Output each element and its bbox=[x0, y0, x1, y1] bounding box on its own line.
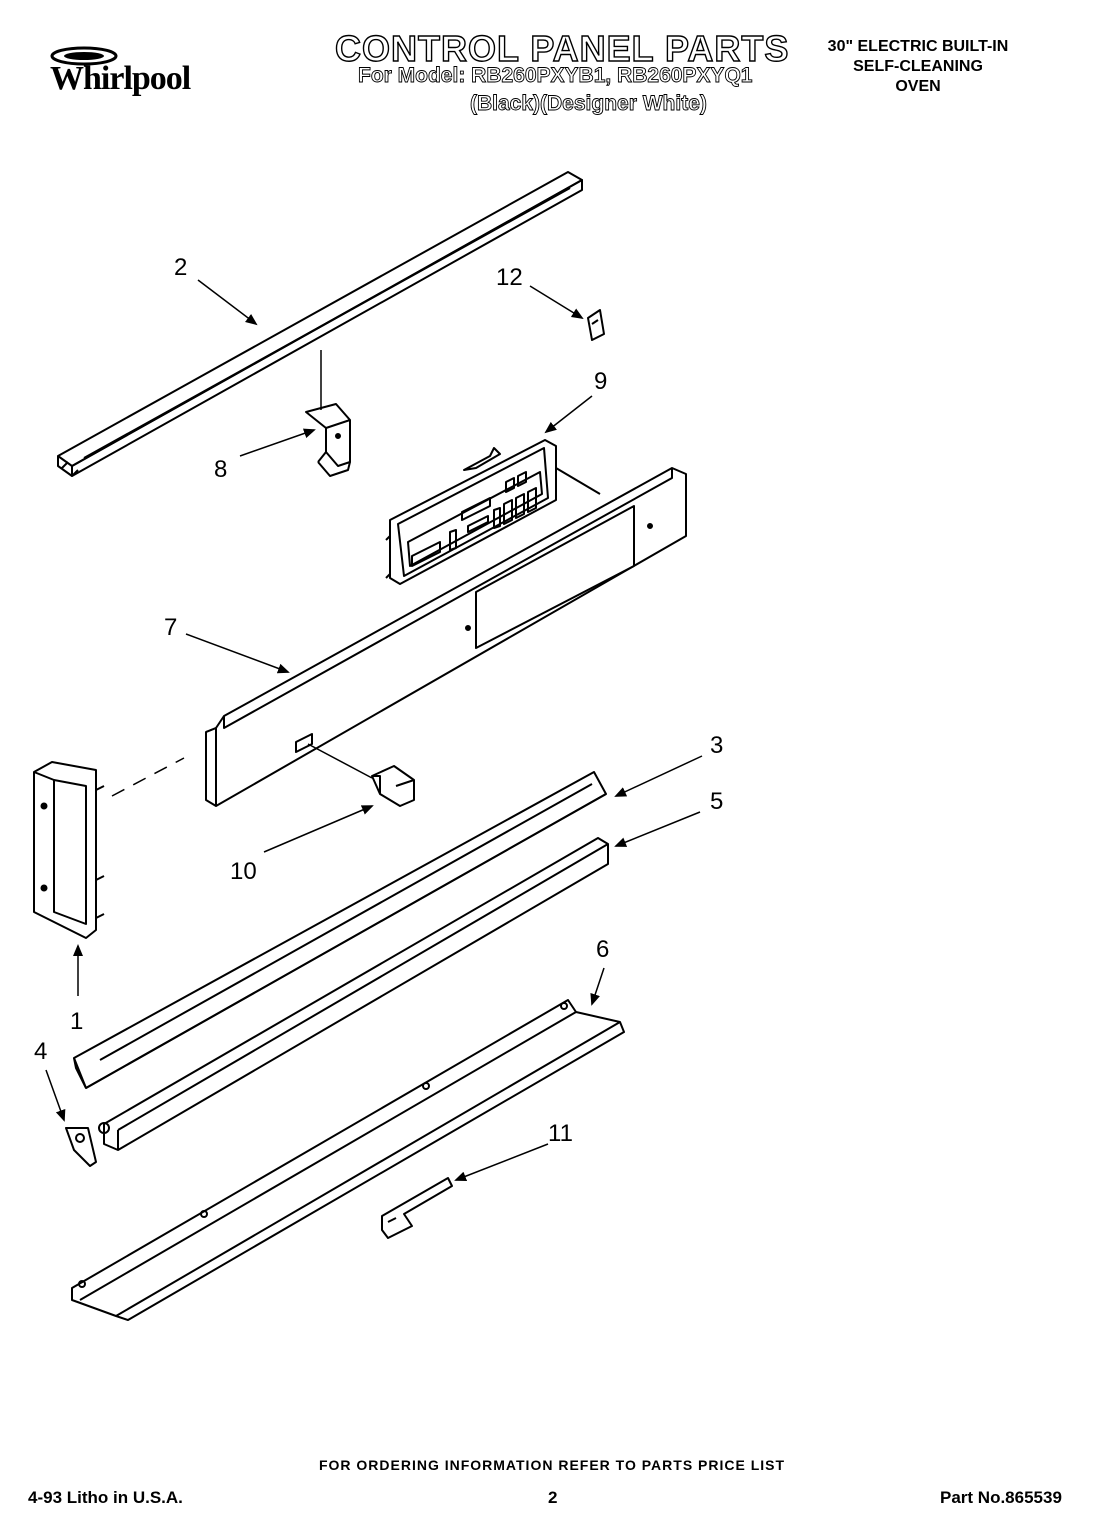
part-9-control-module bbox=[385, 439, 601, 585]
callout-6: 6 bbox=[596, 936, 610, 963]
part-3-trim-strip bbox=[73, 771, 607, 1089]
arrow-5 bbox=[614, 811, 701, 847]
part-5-lower-trim bbox=[103, 837, 609, 1151]
callout-1: 1 bbox=[70, 1008, 84, 1035]
part-11-small-bracket bbox=[381, 1177, 453, 1239]
logo-swirl-icon bbox=[50, 46, 118, 66]
product-description-line-1: 30" ELECTRIC BUILT-IN bbox=[827, 38, 1009, 55]
callout-8: 8 bbox=[214, 456, 228, 483]
callout-7: 7 bbox=[164, 614, 178, 641]
part-7-control-panel-backing bbox=[205, 467, 687, 807]
callout-3: 3 bbox=[710, 732, 724, 759]
arrow-8 bbox=[239, 428, 316, 457]
product-description-line-2: SELF-CLEANING bbox=[853, 58, 983, 75]
arrow-3 bbox=[614, 755, 703, 797]
ordering-info: FOR ORDERING INFORMATION REFER TO PARTS … bbox=[318, 1457, 786, 1473]
model-numbers: For Model: RB260PXYB1, RB260PXYQ1 bbox=[358, 64, 753, 88]
brand-wordmark: Whirlpool bbox=[50, 60, 191, 97]
part-6-lower-channel bbox=[71, 999, 625, 1321]
arrow-9 bbox=[544, 395, 593, 434]
page-number: 2 bbox=[548, 1488, 558, 1507]
part-1-end-cap bbox=[33, 757, 185, 939]
whirlpool-logo: Whirlpool bbox=[28, 40, 228, 110]
arrow-7 bbox=[185, 633, 290, 674]
callout-9: 9 bbox=[594, 368, 608, 395]
callout-2: 2 bbox=[174, 254, 188, 281]
arrow-10 bbox=[263, 805, 374, 853]
callout-5: 5 bbox=[710, 788, 724, 815]
arrow-11 bbox=[454, 1143, 549, 1182]
callout-10: 10 bbox=[230, 858, 257, 885]
part-2-top-trim bbox=[57, 171, 583, 477]
callout-11: 11 bbox=[548, 1120, 573, 1147]
arrow-2 bbox=[197, 279, 258, 326]
part-10-switch bbox=[307, 743, 415, 807]
part-12-clip bbox=[587, 309, 605, 341]
leader-arrows bbox=[45, 279, 703, 1182]
arrow-12 bbox=[529, 285, 584, 320]
page-title: CONTROL PANEL PARTS bbox=[334, 27, 790, 69]
arrow-6 bbox=[590, 967, 605, 1006]
part-4-end-clip bbox=[65, 1122, 110, 1167]
part-number: Part No.865539 bbox=[940, 1488, 1062, 1507]
model-colors: (Black)(Designer White) bbox=[470, 92, 708, 116]
callout-12: 12 bbox=[496, 264, 523, 291]
callout-4: 4 bbox=[34, 1038, 48, 1065]
part-8-bracket bbox=[305, 350, 351, 477]
product-description-line-3: OVEN bbox=[895, 78, 941, 95]
litho-info: 4-93 Litho in U.S.A. bbox=[28, 1488, 183, 1507]
arrow-4 bbox=[45, 1069, 66, 1122]
